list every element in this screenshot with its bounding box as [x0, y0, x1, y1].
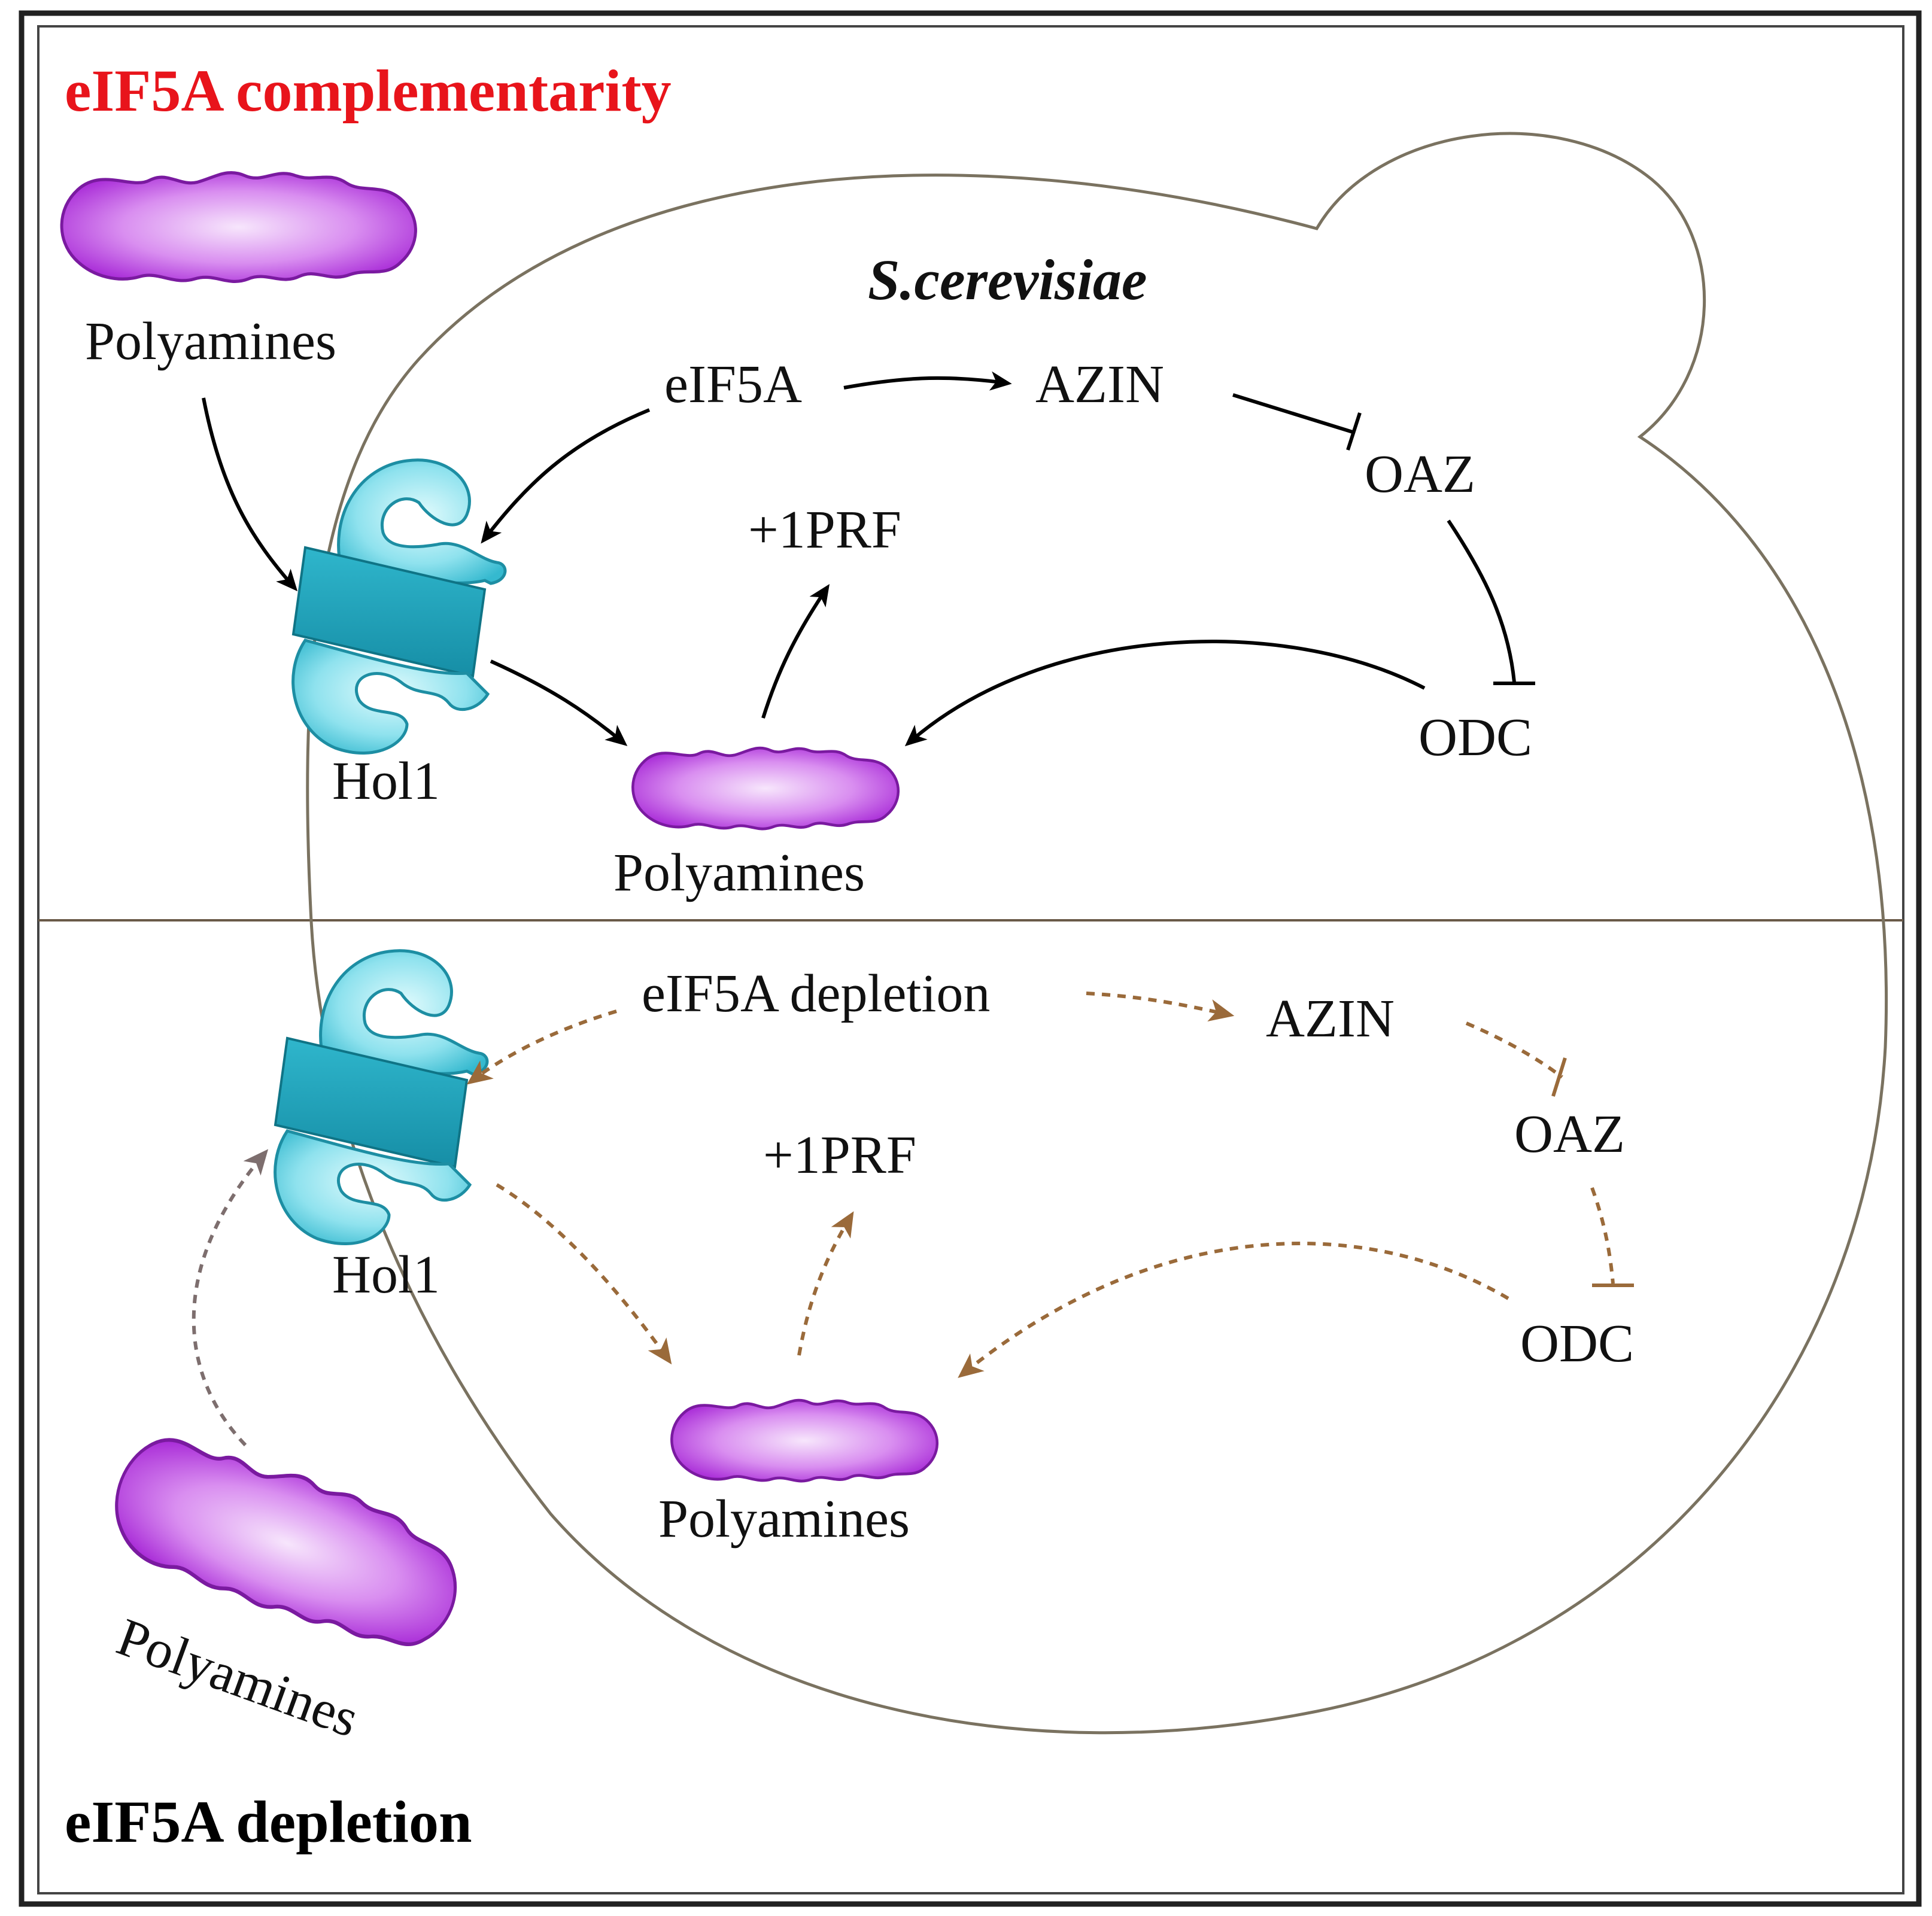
bottom-arrow-hol1-to-polyamines: [496, 1183, 672, 1365]
bottom-hol1: Hol1: [275, 951, 487, 1304]
top-oaz-label: OAZ: [1365, 445, 1475, 504]
bottom-azin-label: AZIN: [1266, 989, 1395, 1048]
outer-frame: [19, 10, 1922, 1907]
top-eif5a-label: eIF5A: [664, 355, 802, 414]
top-polyamines-outside: Polyamines: [62, 173, 415, 371]
top-arrow-odc-to-polyamines: [904, 640, 1426, 747]
top-hol1-label: Hol1: [332, 752, 440, 811]
title-eif5a-depletion: eIF5A depletion: [65, 1789, 472, 1855]
bottom-polyamines-outside-label: Polyamines: [110, 1607, 366, 1749]
organism-label: S.cerevisiae: [868, 248, 1147, 312]
top-arrow-polyamines-to-prf: [761, 584, 830, 719]
top-arrow-hol1-to-polyamines: [490, 659, 628, 746]
top-polyamines-inside: Polyamines: [613, 748, 898, 902]
top-prf-label: +1PRF: [748, 500, 901, 559]
top-inhibit-oaz-odc: [1447, 519, 1535, 685]
bottom-arrow-polyamines-to-prf: [797, 1211, 854, 1356]
top-hol1: Hol1: [293, 460, 505, 811]
bottom-polyamines-inside: Polyamines: [658, 1400, 937, 1549]
bottom-eif5a-depletion-label: eIF5A depletion: [642, 964, 990, 1023]
bottom-arrow-odc-to-polyamines: [958, 1242, 1509, 1378]
top-arrow-eif5a-to-azin: [843, 371, 1012, 391]
bottom-odc-label: ODC: [1520, 1314, 1634, 1373]
top-odc-label: ODC: [1418, 708, 1532, 767]
bottom-polyamines-inside-label: Polyamines: [658, 1489, 910, 1549]
bottom-prf-label: +1PRF: [763, 1126, 916, 1185]
bottom-inhibit-oaz-odc: [1590, 1187, 1634, 1287]
bottom-arrow-polyamines-to-hol1: [192, 1149, 269, 1447]
title-eif5a-complementarity: eIF5A complementarity: [65, 57, 672, 124]
top-azin-label: AZIN: [1035, 355, 1164, 414]
inner-frame: [37, 25, 1904, 1894]
bottom-hol1-label: Hol1: [332, 1245, 440, 1304]
top-arrow-polyamines-to-hol1: [202, 397, 298, 592]
bottom-oaz-label: OAZ: [1514, 1105, 1625, 1164]
top-inhibit-azin-oaz: [1232, 393, 1362, 451]
bottom-arrow-eif5a-to-azin: [1086, 992, 1235, 1022]
top-arrow-eif5a-to-hol1: [481, 408, 651, 544]
top-polyamines-inside-label: Polyamines: [613, 843, 865, 902]
bottom-arrow-eif5a-to-hol1: [466, 1009, 617, 1085]
bottom-polyamines-outside: Polyamines: [98, 1419, 476, 1748]
bottom-inhibit-azin-oaz: [1465, 1021, 1567, 1097]
yeast-cell-outline: [306, 132, 1888, 1735]
top-polyamines-outside-label: Polyamines: [85, 312, 336, 371]
